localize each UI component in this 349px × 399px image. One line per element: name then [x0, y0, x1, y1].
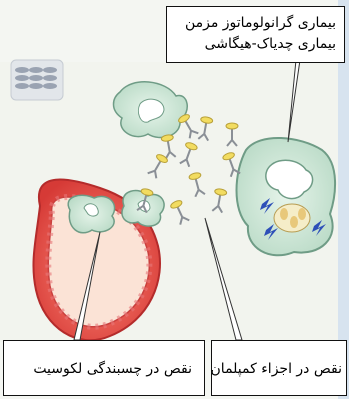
label-top-line2: بیماری چدیاک-هیگاشی [167, 34, 336, 55]
phagosome [274, 204, 310, 232]
migrating-leukocyte [122, 191, 164, 227]
label-leukocyte-adhesion: نقص در چسبندگی لکوسیت [3, 340, 205, 396]
phagocyte-right [237, 138, 336, 255]
label-complement-deficiency: نقص در اجزاء کمپلمان [211, 340, 347, 396]
label-granulomatous-chediak: بیماری گرانولوماتوز مزمن بیماری چدیاک-هی… [166, 6, 345, 63]
pattern-swatch-icon [11, 60, 63, 100]
label-top-line1: بیماری گرانولوماتوز مزمن [167, 13, 336, 34]
adhering-leukocyte [68, 195, 114, 232]
